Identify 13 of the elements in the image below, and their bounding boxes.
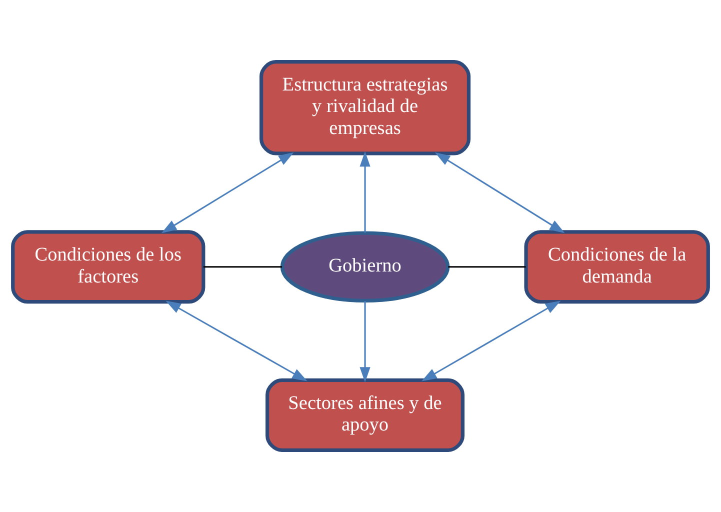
connector	[203, 266, 282, 268]
arrow	[162, 152, 294, 234]
arrow	[422, 300, 561, 382]
node-box: Estructura estrategias y rivalidad de empresas	[260, 60, 471, 156]
node-box: Condiciones de los factores	[11, 230, 206, 304]
arrow	[166, 300, 308, 382]
arrow	[360, 301, 370, 382]
node-ellipse: Gobierno	[280, 231, 450, 303]
connector	[448, 266, 526, 268]
arrow	[434, 152, 565, 234]
node-box: Condiciones de la demanda	[524, 230, 710, 304]
arrow	[360, 151, 370, 233]
node-box: Sectores afines y de apoyo	[266, 378, 465, 452]
